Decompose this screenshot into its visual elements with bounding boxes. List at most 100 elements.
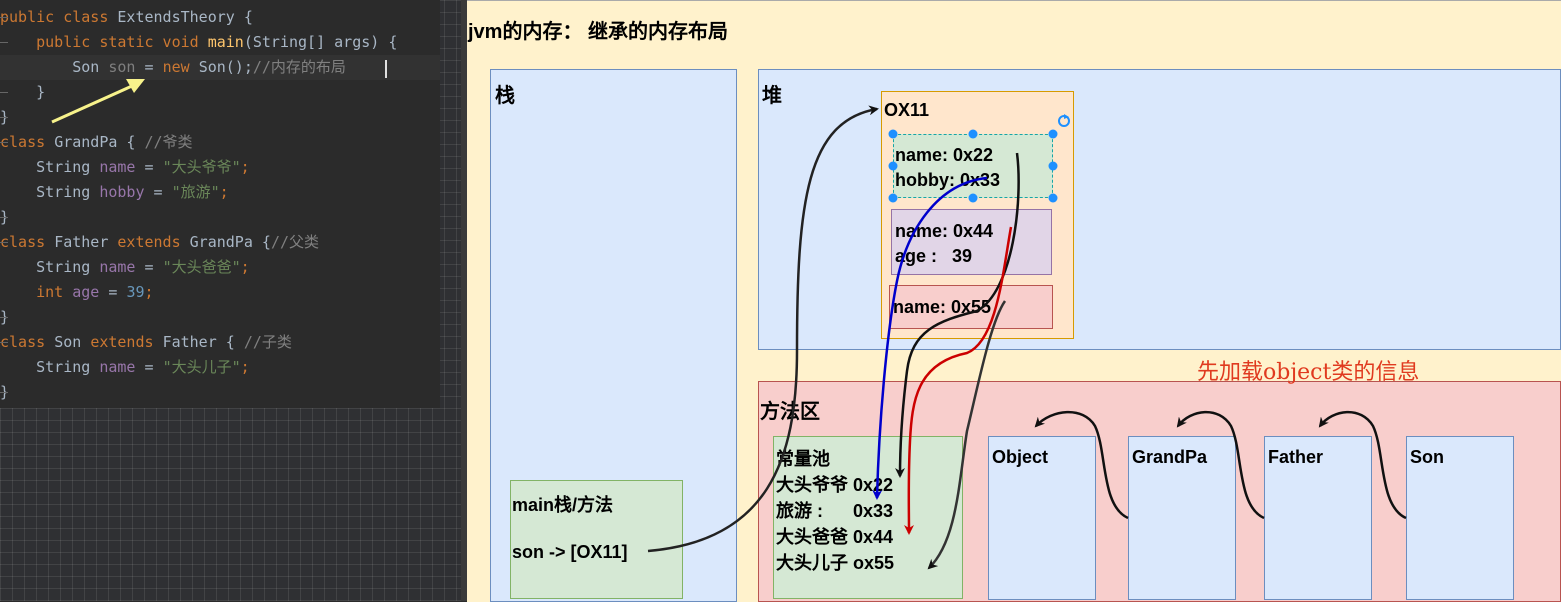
code-line[interactable]: int age = 39;	[0, 280, 154, 305]
fold-marker[interactable]	[0, 392, 8, 393]
father-name-field: name: 0x44	[895, 221, 994, 241]
code-token: ;	[219, 183, 229, 201]
code-token: =	[99, 283, 127, 301]
code-token: name	[99, 258, 136, 276]
constant-pool-box[interactable]	[773, 436, 963, 599]
fold-marker[interactable]	[0, 317, 8, 318]
code-editor[interactable]: public class ExtendsTheory { public stat…	[0, 0, 440, 408]
fold-marker[interactable]	[0, 142, 8, 143]
load-order-note: 先加载object类的信息	[1197, 360, 1420, 385]
panel-divider[interactable]	[461, 0, 468, 601]
code-token: String	[0, 258, 100, 276]
code-line[interactable]: String hobby = "旅游";	[0, 180, 229, 205]
class-father-box[interactable]	[1264, 436, 1372, 600]
text-caret	[385, 60, 387, 78]
fold-marker[interactable]	[0, 217, 8, 218]
grandpa-extends-object-arrow	[1034, 410, 1129, 520]
code-token: =	[135, 358, 163, 376]
fold-marker[interactable]	[0, 17, 8, 18]
code-token: ExtendsTheory {	[117, 8, 253, 26]
code-token: hobby	[99, 183, 145, 201]
code-token: String	[0, 183, 100, 201]
yellow-arrowhead	[126, 79, 145, 93]
selection-handles[interactable]	[888, 129, 1058, 203]
class-grandpa-label: GrandPa	[1132, 447, 1208, 467]
code-token: ;	[144, 283, 154, 301]
rotate-handle-icon[interactable]	[1058, 114, 1070, 127]
fold-marker[interactable]	[0, 117, 8, 118]
code-line[interactable]: class Father extends GrandPa {//父类	[0, 230, 319, 255]
code-token: }	[0, 83, 46, 101]
code-token: name	[99, 358, 136, 376]
class-object-box[interactable]	[988, 436, 1096, 600]
son-name-to-constant-arrow	[927, 300, 1007, 570]
code-token: (String[] args) {	[243, 33, 398, 51]
constant-hobby: 旅游 : 0x33	[776, 501, 894, 521]
stack-to-heap-arrow	[647, 105, 879, 553]
fold-gutter[interactable]	[0, 0, 8, 408]
code-token: int	[36, 283, 73, 301]
code-token: GrandPa {	[189, 233, 271, 251]
heap-label: 堆	[762, 85, 782, 107]
class-son-label: Son	[1410, 447, 1444, 467]
code-token: =	[135, 58, 163, 76]
code-token: class	[0, 133, 55, 151]
constant-son-name: 大头儿子 ox55	[776, 553, 895, 573]
class-grandpa-box[interactable]	[1128, 436, 1236, 600]
constant-pool-title: 常量池	[776, 449, 830, 469]
code-line[interactable]: String name = "大头儿子";	[0, 355, 250, 380]
code-token: "旅游"	[171, 183, 220, 201]
memory-diagram: jvm的内存： 继承的内存布局 栈 main栈/方法 son -> [OX11]…	[467, 0, 1561, 602]
father-extends-grandpa-arrow	[1176, 410, 1265, 520]
code-token: //爷类	[144, 133, 193, 151]
diagram-title: jvm的内存： 继承的内存布局	[468, 21, 729, 43]
code-line[interactable]: String name = "大头爸爸";	[0, 255, 250, 280]
code-token: 39	[126, 283, 145, 301]
code-token: "大头儿子"	[162, 358, 241, 376]
code-token: class	[0, 333, 55, 351]
code-token: String	[0, 358, 100, 376]
father-name-to-constant-arrow	[903, 226, 1013, 535]
fold-marker[interactable]	[0, 42, 8, 43]
class-object-label: Object	[992, 447, 1049, 467]
code-line[interactable]: public class ExtendsTheory {	[0, 5, 253, 30]
code-line[interactable]: class GrandPa { //爷类	[0, 130, 193, 155]
class-son-box[interactable]	[1406, 436, 1514, 600]
code-token: Son	[54, 333, 91, 351]
editor-area: public class ExtendsTheory { public stat…	[0, 0, 461, 601]
code-token: Father {	[162, 333, 244, 351]
code-token: String	[0, 158, 100, 176]
code-token: =	[135, 158, 163, 176]
code-token: //子类	[243, 333, 292, 351]
object-address: OX11	[884, 100, 930, 120]
son-reference: son -> [OX11]	[512, 542, 628, 562]
class-father-label: Father	[1268, 447, 1324, 467]
fold-marker[interactable]	[0, 342, 8, 343]
fold-marker[interactable]	[0, 92, 8, 93]
code-line[interactable]: String name = "大头爷爷";	[0, 155, 250, 180]
code-token: "大头爷爷"	[162, 158, 241, 176]
code-token: =	[135, 258, 163, 276]
connector-layer	[647, 105, 1407, 570]
code-line[interactable]: class Son extends Father { //子类	[0, 330, 292, 355]
code-token: class	[0, 233, 55, 251]
code-token: =	[144, 183, 172, 201]
code-line[interactable]: public static void main(String[] args) {	[0, 30, 397, 55]
code-token: name	[99, 158, 136, 176]
code-token: public static void	[36, 33, 208, 51]
code-token: main	[207, 33, 244, 51]
constant-grandpa-name: 大头爷爷 0x22	[776, 475, 894, 495]
code-token: Son();	[198, 58, 253, 76]
main-stack-frame[interactable]	[510, 480, 683, 599]
code-token: public class	[0, 8, 118, 26]
code-token: //内存的布局	[252, 58, 346, 76]
code-line[interactable]: Son son = new Son();//内存的布局	[0, 55, 440, 80]
father-fields-box[interactable]	[891, 209, 1052, 275]
code-line[interactable]: }	[0, 80, 45, 105]
code-token: Son	[0, 58, 109, 76]
grandpa-name-to-constant-arrow	[895, 152, 1020, 478]
stack-label: 栈	[495, 85, 515, 107]
fold-marker[interactable]	[0, 242, 8, 243]
son-fields-box[interactable]	[889, 285, 1053, 329]
son-extends-father-arrow	[1318, 410, 1407, 520]
